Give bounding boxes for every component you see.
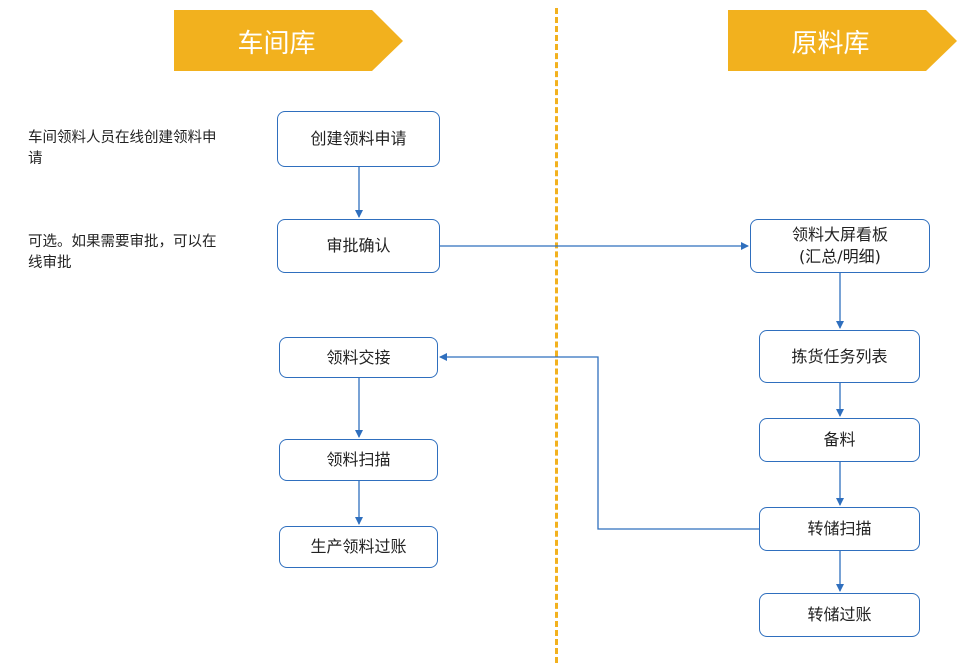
note-create-request: 车间领料人员在线创建领料申请: [28, 130, 217, 167]
step-label: 审批确认: [326, 236, 391, 255]
step-label: 拣货任务列表: [791, 346, 888, 366]
step-label: 转储过账: [807, 605, 872, 624]
step-approval-confirm[interactable]: 审批确认: [277, 219, 440, 273]
step-label: 领料扫描: [326, 450, 391, 469]
chevron-shape: [174, 10, 403, 71]
step-create-request[interactable]: 创建领料申请: [277, 111, 440, 167]
step-label-line1: 领料大屏看板: [791, 225, 888, 244]
note-approval: 可选。如果需要审批，可以在线审批: [28, 234, 217, 271]
step-label: 领料交接: [326, 347, 391, 367]
step-transfer-scan[interactable]: 转储扫描: [759, 507, 920, 551]
step-prepare-material[interactable]: 备料: [759, 418, 920, 462]
lane-header-workshop: 车间库: [174, 10, 404, 72]
step-label: 生产领料过账: [310, 537, 407, 556]
lane-header-raw-material: 原料库: [728, 10, 958, 72]
step-label: 转储扫描: [807, 519, 872, 538]
lane-title-raw-material: 原料库: [791, 28, 870, 59]
step-material-handover[interactable]: 领料交接: [279, 337, 438, 378]
step-label-line2: (汇总/明细): [799, 247, 881, 266]
step-transfer-posting[interactable]: 转储过账: [759, 593, 920, 637]
lane-title-workshop: 车间库: [237, 28, 316, 59]
step-production-posting[interactable]: 生产领料过账: [279, 526, 438, 568]
chevron-shape: [728, 10, 957, 71]
step-material-scan[interactable]: 领料扫描: [279, 439, 438, 481]
step-label: 备料: [823, 430, 856, 449]
step-picking-task-list[interactable]: 拣货任务列表: [759, 330, 920, 383]
step-label: 创建领料申请: [310, 129, 407, 148]
step-dashboard[interactable]: 领料大屏看板 (汇总/明细): [750, 219, 930, 273]
arrow-transfer-scan-to-handover: [439, 353, 759, 530]
lane-divider: [555, 8, 558, 663]
